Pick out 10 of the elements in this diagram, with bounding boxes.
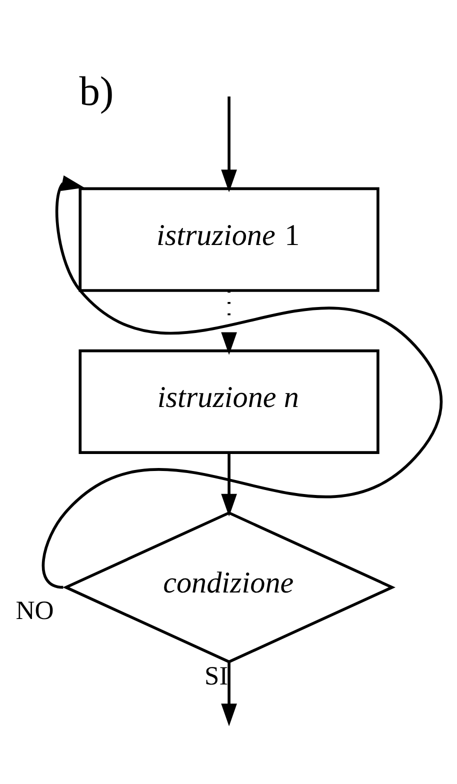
arrow: [42, 175, 442, 589]
arrow: [221, 96, 237, 192]
arrow: [221, 662, 237, 726]
arrow: [221, 452, 237, 517]
label: b): [79, 68, 114, 114]
arrow: [221, 290, 237, 355]
node-diamond: condizione: [62, 511, 396, 664]
node-box: istruzione n: [78, 349, 380, 454]
node-box: istruzione 1: [78, 187, 380, 292]
edge-label: NO: [16, 594, 54, 625]
